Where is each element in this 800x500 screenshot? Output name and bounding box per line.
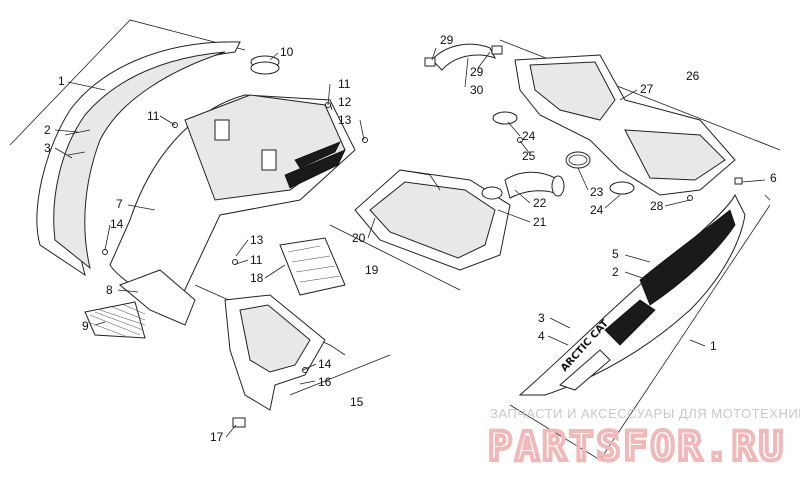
callout-11: 11	[250, 253, 263, 267]
left-side-panel	[36, 41, 241, 277]
hose-30	[424, 43, 503, 71]
callout-4: 4	[538, 329, 545, 343]
callout-1: 1	[710, 339, 717, 353]
callout-24: 24	[522, 129, 536, 143]
callout-29: 29	[440, 33, 454, 47]
callout-29: 29	[470, 65, 484, 79]
callout-23: 23	[590, 185, 604, 199]
callout-26: 26	[686, 69, 700, 83]
callout-5: 5	[612, 247, 619, 261]
hood-assembly	[109, 94, 356, 326]
callout-2: 2	[612, 265, 619, 279]
callout-12: 12	[338, 95, 352, 109]
clip-17	[232, 417, 246, 428]
windshield-18	[279, 237, 346, 296]
mesh-grille	[84, 301, 146, 339]
right-side-panel: ARCTIC CAT	[518, 193, 746, 396]
callout-1: 1	[58, 74, 65, 88]
callout-7: 7	[116, 197, 123, 211]
callout-18: 18	[250, 271, 264, 285]
grommet-10	[250, 55, 280, 75]
callout-19: 19	[365, 263, 379, 277]
fasteners	[102, 102, 743, 373]
watermark: ЗАПЧАСТИ И АКСЕССУАРЫ ДЛЯ МОТОТЕХНИКИ PA…	[486, 406, 800, 472]
seals-24	[492, 111, 635, 195]
callout-10: 10	[280, 45, 294, 59]
callout-27: 27	[640, 82, 654, 96]
leader-lines	[54, 47, 766, 438]
callout-labels: 1 2 3 7 11 14 8 9 10 11 12 13 13 11 18 1…	[44, 33, 777, 444]
clamp-23	[565, 151, 591, 169]
callout-30: 30	[470, 83, 484, 97]
callout-9: 9	[82, 319, 89, 333]
callout-8: 8	[106, 283, 113, 297]
callout-6: 6	[770, 171, 777, 185]
lower-bracket-15	[224, 294, 326, 411]
callout-24: 24	[590, 203, 604, 217]
watermark-site: PARTSFOR.RU	[488, 424, 786, 470]
callout-15: 15	[350, 395, 364, 409]
callout-25: 25	[522, 149, 536, 163]
watermark-tagline: ЗАПЧАСТИ И АКСЕССУАРЫ ДЛЯ МОТОТЕХНИКИ	[490, 406, 800, 421]
callout-2: 2	[44, 123, 51, 137]
callout-17: 17	[210, 430, 224, 444]
callout-14: 14	[110, 217, 124, 231]
callout-22: 22	[533, 196, 547, 210]
callout-16: 16	[318, 375, 332, 389]
callout-13: 13	[338, 113, 352, 127]
callout-11: 11	[338, 77, 351, 91]
callout-14: 14	[318, 357, 332, 371]
callout-28: 28	[650, 199, 664, 213]
callout-20: 20	[352, 231, 366, 245]
callout-3: 3	[44, 141, 51, 155]
intake-boot-22	[504, 171, 565, 199]
callout-21: 21	[533, 215, 547, 229]
callout-3: 3	[538, 311, 545, 325]
callout-13: 13	[250, 233, 264, 247]
callout-11: 11	[147, 109, 160, 123]
airbox-26	[514, 54, 736, 196]
tub-19	[354, 169, 511, 271]
